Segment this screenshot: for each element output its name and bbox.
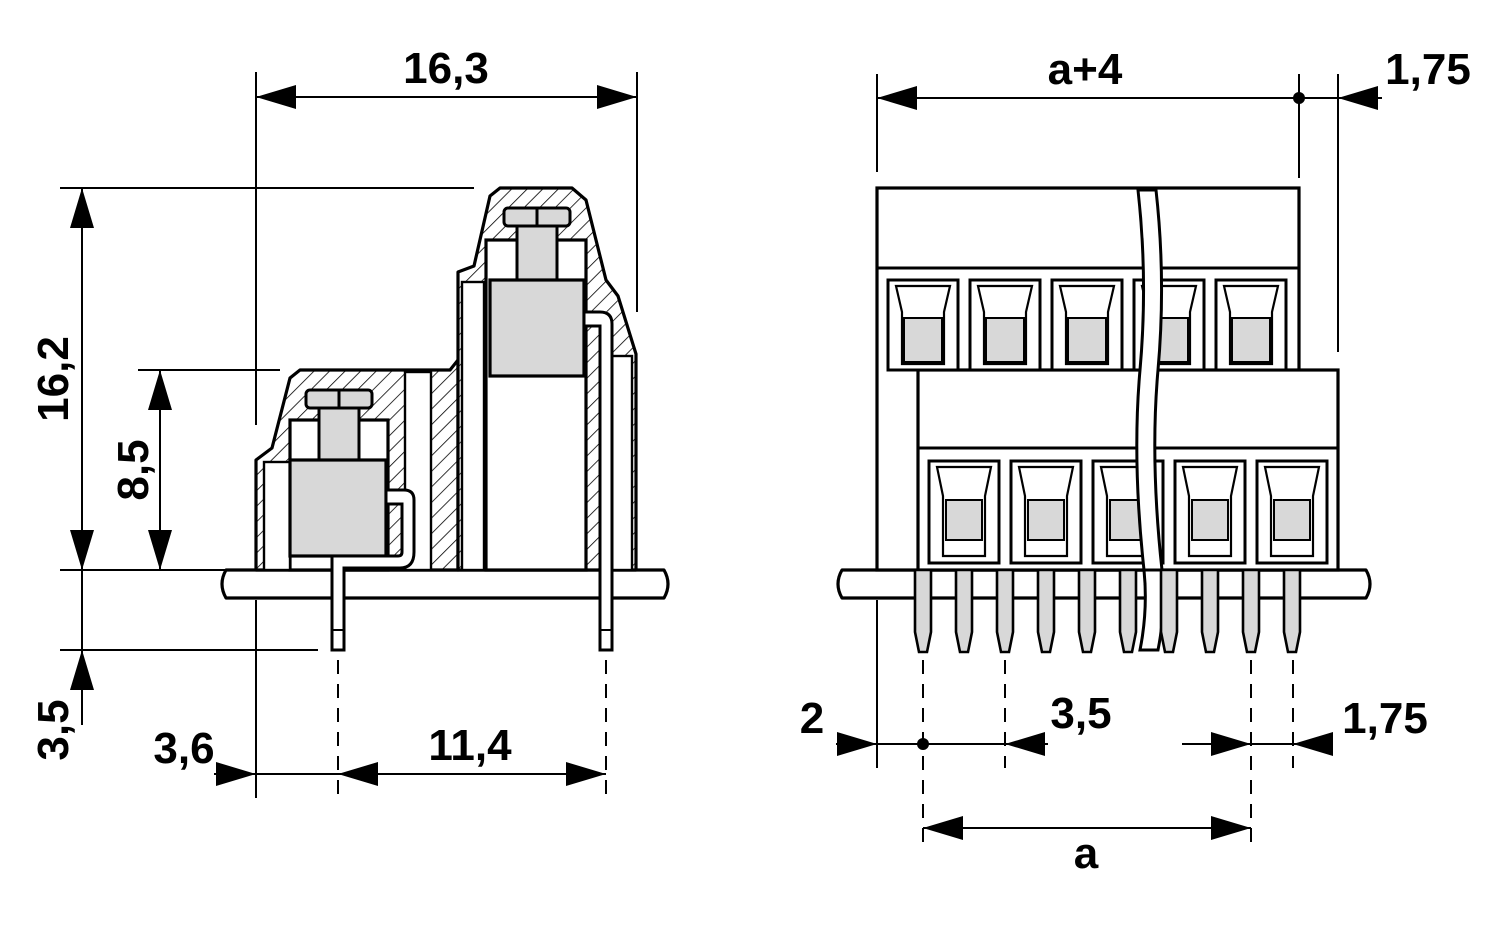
- upper-clamp-row: [886, 278, 1288, 372]
- dim-pin-offset: 3,6: [153, 724, 214, 773]
- upper-clamp-window: [903, 317, 943, 363]
- pcb-pin: [954, 568, 974, 654]
- lower-clamp-window: [945, 499, 983, 541]
- lower-clamp-window: [1191, 499, 1229, 541]
- upper-screw-shaft: [515, 224, 559, 282]
- front-view: a+4 1,75 2 3,5 1,75 a: [800, 45, 1471, 878]
- dim-overall-width: a+4: [1048, 45, 1123, 94]
- front-pin-row: [913, 568, 1302, 654]
- lower-clamp-window: [1273, 499, 1311, 541]
- pcb-pin: [995, 568, 1015, 654]
- dim-pitch: 3,5: [1050, 689, 1111, 738]
- dim-pin-spacing: 11,4: [428, 721, 512, 770]
- lower-housing: [254, 358, 460, 572]
- pcb-pin: [1036, 568, 1056, 654]
- dim-total-height: 16,2: [29, 336, 78, 422]
- pcb-pin: [1159, 568, 1179, 654]
- pcb-pin: [1282, 568, 1302, 654]
- pcb-pin: [1077, 568, 1097, 654]
- upper-clamp-window: [985, 317, 1025, 363]
- pcb-board-side: [220, 568, 670, 600]
- upper-pin: [582, 310, 614, 652]
- lower-clamp-window: [1027, 499, 1065, 541]
- upper-clamp-window: [1231, 317, 1271, 363]
- side-view: 16,3 16,2 8,5 3,5 3,6 11,4: [29, 44, 670, 798]
- dim-end-offset: 1,75: [1342, 694, 1428, 743]
- upper-clamp: [488, 278, 586, 378]
- dim-right-edge-offset: 1,75: [1385, 45, 1471, 94]
- dim-left-edge-offset: 2: [800, 694, 824, 743]
- lower-clamp: [288, 458, 388, 558]
- upper-housing: [456, 186, 638, 572]
- dim-pin-length: 3,5: [29, 699, 78, 760]
- lower-clamp-row: [927, 459, 1329, 565]
- pcb-pin: [1118, 568, 1138, 654]
- dim-lower-height: 8,5: [109, 439, 158, 500]
- upper-clamp-window: [1067, 317, 1107, 363]
- pcb-pin: [1200, 568, 1220, 654]
- dim-pin-span: a: [1074, 829, 1099, 878]
- pcb-pin: [913, 568, 933, 654]
- lower-pin: [330, 488, 416, 652]
- pcb-pin: [1241, 568, 1261, 654]
- dim-total-width: 16,3: [403, 44, 489, 93]
- pcb-board-front: [836, 568, 1372, 600]
- lower-screw-shaft: [317, 406, 361, 462]
